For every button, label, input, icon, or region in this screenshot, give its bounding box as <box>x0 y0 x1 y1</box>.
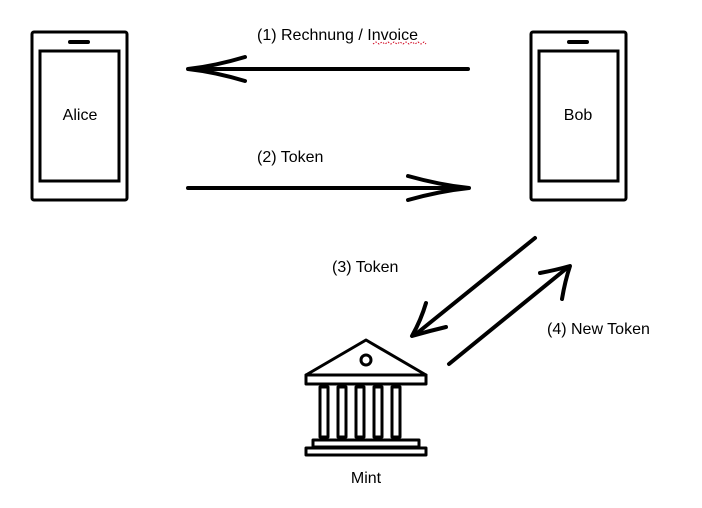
step-1-label-flagged-word: Invoice <box>367 27 418 44</box>
step-3-arrow-head <box>410 301 448 338</box>
alice-phone: Alice <box>30 30 129 202</box>
step-1-arrow-head <box>186 55 247 83</box>
step-2-arrow-head <box>406 174 471 202</box>
bob-label: Bob <box>564 107 593 124</box>
step-2-label: (2) Token <box>257 149 323 166</box>
alice-label: Alice <box>63 107 98 124</box>
step-4-arrow-head <box>538 264 572 301</box>
step-4-arrow-shaft <box>447 266 569 366</box>
mint-label: Mint <box>351 470 382 487</box>
bob-phone: Bob <box>529 30 628 202</box>
spellcheck-underline <box>372 41 427 45</box>
step-1-arrow <box>186 55 470 83</box>
step-3-arrow <box>410 236 537 338</box>
bank-building-icon <box>304 338 428 457</box>
smartphone-icon <box>529 30 628 202</box>
step-3-label: (3) Token <box>332 259 398 276</box>
step-1-label: (1) Rechnung / Invoice <box>257 27 418 44</box>
smartphone-icon <box>30 30 129 202</box>
step-4-label: (4) New Token <box>547 321 650 338</box>
step-1-label-prefix: (1) Rechnung / <box>257 27 367 44</box>
step-2-arrow <box>186 174 471 202</box>
mint-building: Mint <box>304 338 428 487</box>
step-4-arrow <box>447 264 572 366</box>
step-3-arrow-shaft <box>414 236 537 336</box>
